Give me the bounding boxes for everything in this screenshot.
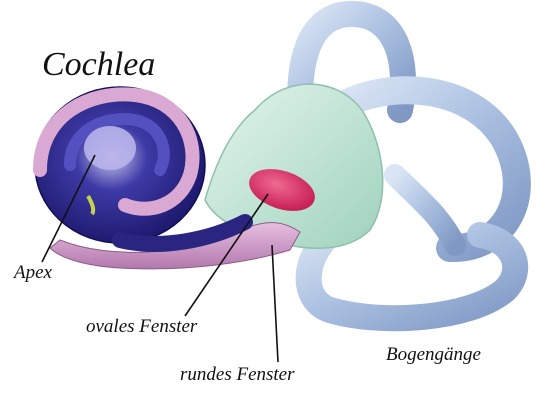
oval-window-label: ovales Fenster: [86, 316, 197, 338]
semicircular-canals-label: Bogengänge: [386, 344, 481, 366]
apex-label: Apex: [14, 262, 52, 284]
round-window-label: rundes Fenster: [180, 364, 295, 386]
diagram-title: Cochlea: [42, 46, 155, 84]
round-window-pointer: [272, 245, 278, 362]
